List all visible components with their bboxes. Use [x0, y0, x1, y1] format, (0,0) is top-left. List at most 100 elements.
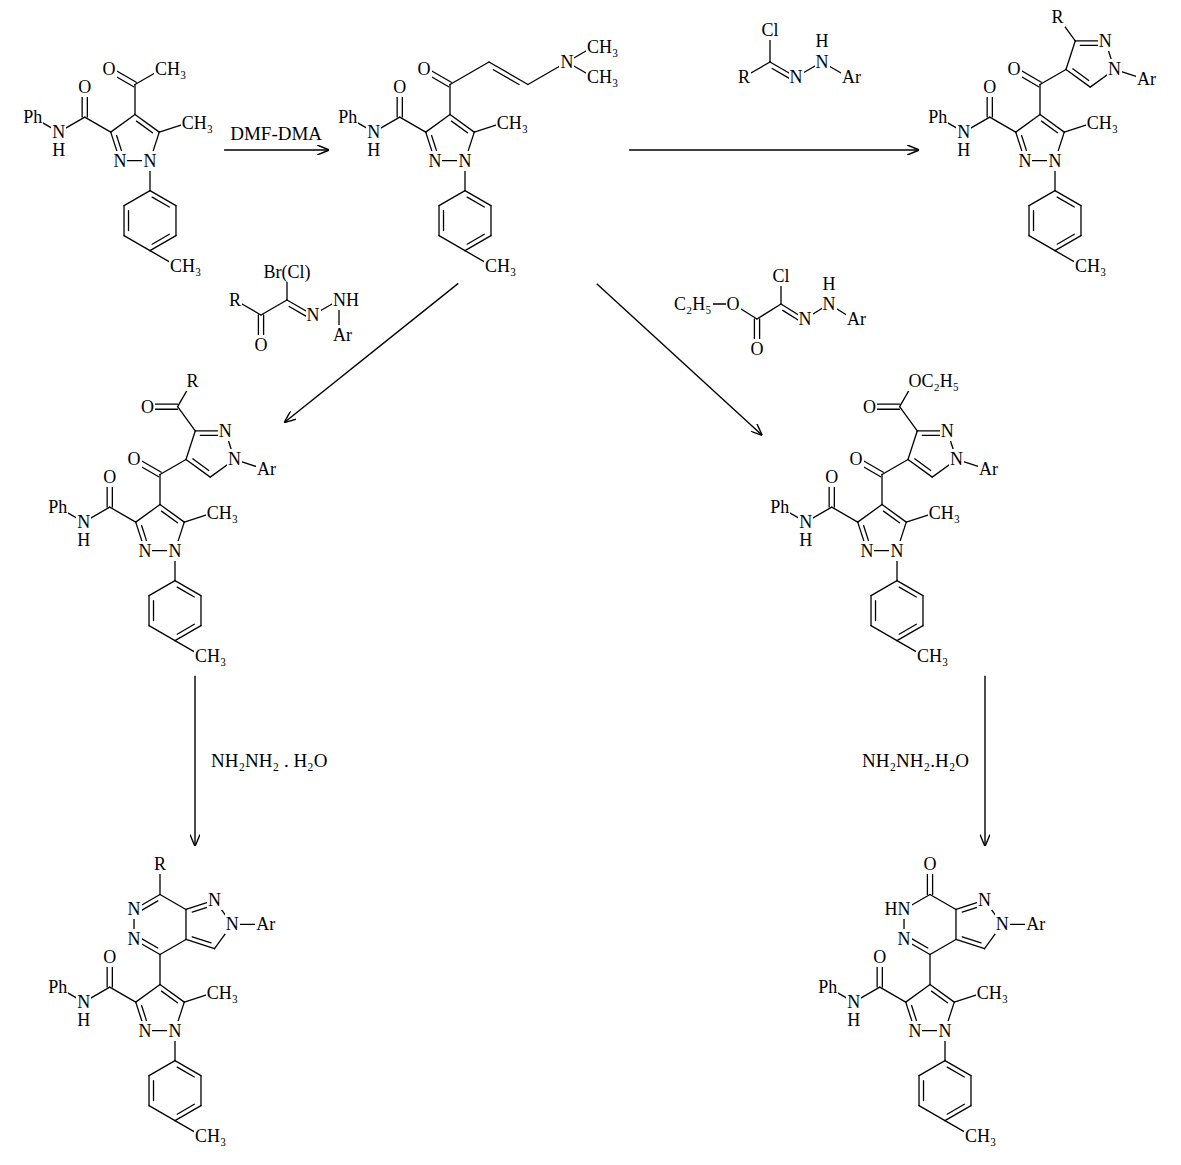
atom-label: N: [76, 992, 91, 1012]
reagent-atom-label: R: [228, 290, 242, 310]
bond-line: [152, 234, 169, 244]
bond-line: [148, 596, 149, 626]
bond-line: [124, 191, 150, 206]
bond-line: [871, 581, 897, 596]
atom-label: N: [846, 992, 861, 1012]
atom-label: N: [127, 929, 142, 949]
bond-line: [177, 1104, 194, 1114]
bond-line: [956, 939, 985, 948]
bond-line: [186, 431, 195, 460]
atom-label: CH₃: [169, 256, 202, 276]
bond-line: [400, 117, 426, 132]
bond-line: [1080, 206, 1081, 236]
atom-label: CH₃: [206, 503, 239, 523]
bond-line: [1029, 236, 1055, 251]
bond-line: [881, 474, 882, 504]
bond-line: [1039, 84, 1040, 114]
bond-line: [931, 991, 947, 1003]
bond-line: [783, 310, 799, 320]
atom-label: N: [227, 449, 242, 469]
bond-line: [493, 70, 519, 85]
atom-label: O: [102, 467, 117, 487]
atom-label: CH₃: [586, 37, 619, 57]
atom-label: Ph: [769, 497, 790, 517]
bond-line: [1028, 206, 1029, 236]
atom-label: N: [51, 122, 66, 142]
reagent-atom-label: N: [789, 67, 804, 87]
atom-label: CH₃: [206, 983, 239, 1003]
atom-label: N: [907, 1021, 922, 1041]
bond-line: [870, 596, 871, 626]
compound-structure: OC₂H₅ONNArOOPhNHCH₃NNCH₃: [765, 367, 1003, 670]
atom-label: Ph: [817, 977, 838, 997]
bond-line: [922, 596, 923, 626]
bond-line: [1066, 69, 1090, 87]
atom-label: N: [956, 122, 971, 142]
atom-label: CH₃: [194, 646, 227, 666]
reagent-atom-label: N: [815, 52, 830, 72]
bond-line: [159, 474, 160, 504]
atom-label: O: [849, 449, 864, 469]
reagent-atom-label: Cl: [760, 20, 779, 40]
reagent-label: NH₂NH₂ . H₂O: [209, 750, 329, 771]
reagent-atom-label: R: [737, 67, 751, 87]
reaction-arrow: [285, 283, 458, 422]
bond-line: [467, 197, 484, 207]
bond-line: [85, 117, 111, 132]
atom-label: O: [824, 467, 839, 487]
bond-line: [1057, 197, 1074, 207]
atom-label: CH₃: [484, 256, 517, 276]
bond-line: [947, 1067, 964, 1077]
atom-label: O: [77, 77, 92, 97]
atom-label: O: [102, 59, 117, 79]
bond-line: [900, 407, 918, 431]
bond-line: [161, 511, 177, 523]
atom-label: O: [862, 397, 877, 417]
bond-line: [136, 984, 160, 1002]
atom-label: CH₃: [964, 1126, 997, 1146]
bond-line: [438, 206, 439, 236]
bond-line: [186, 939, 215, 948]
bond-line: [175, 206, 176, 236]
atom-label: Ph: [337, 107, 358, 127]
bond-line: [141, 938, 158, 948]
atom-label: O: [922, 854, 937, 874]
atom-label: CH₃: [1074, 256, 1107, 276]
bond-line: [110, 987, 136, 1002]
reagent-atom-label: H: [822, 274, 837, 294]
arrow-layer: [195, 150, 985, 845]
atom-label: O: [127, 449, 142, 469]
atom-label: H: [76, 1010, 91, 1030]
atom-label: N: [76, 512, 91, 532]
bond-line: [883, 511, 899, 523]
reagent-atom-label: Ar: [846, 309, 867, 329]
bond-line: [136, 121, 152, 133]
atom-label: R: [1051, 7, 1065, 27]
reagent-label: DMF-DMA: [228, 123, 324, 144]
reagent-atom-label: Ar: [332, 325, 353, 345]
bond-line: [955, 909, 956, 939]
bond-line: [923, 1081, 924, 1101]
atom-label: Ar: [978, 459, 999, 479]
bond-line: [450, 62, 489, 85]
bond-line: [906, 984, 930, 1002]
atom-label: Ar: [1025, 914, 1046, 934]
compound-structure: ONHNNArNOPhNHCH₃NNCH₃: [813, 850, 1050, 1149]
atom-label: N: [977, 890, 992, 910]
bond-line: [450, 114, 474, 132]
bond-line: [177, 624, 194, 634]
bond-line: [200, 1076, 201, 1106]
bond-line: [439, 236, 465, 251]
reagent-atom-label: Br(Cl): [263, 262, 312, 282]
bond-line: [1040, 114, 1064, 132]
atom-label: N: [112, 151, 127, 171]
bond-line: [1066, 41, 1075, 70]
atom-label: N: [167, 541, 182, 561]
bond-line: [134, 84, 135, 114]
atom-label: N: [137, 541, 152, 561]
reagent-atom-label: O: [726, 294, 741, 314]
compound-structure: RONNArOOPhNHCH₃NNCH₃: [43, 367, 281, 670]
bond-line: [990, 117, 1016, 132]
bond-line: [1016, 114, 1040, 132]
atom-label: CH₃: [181, 113, 214, 133]
